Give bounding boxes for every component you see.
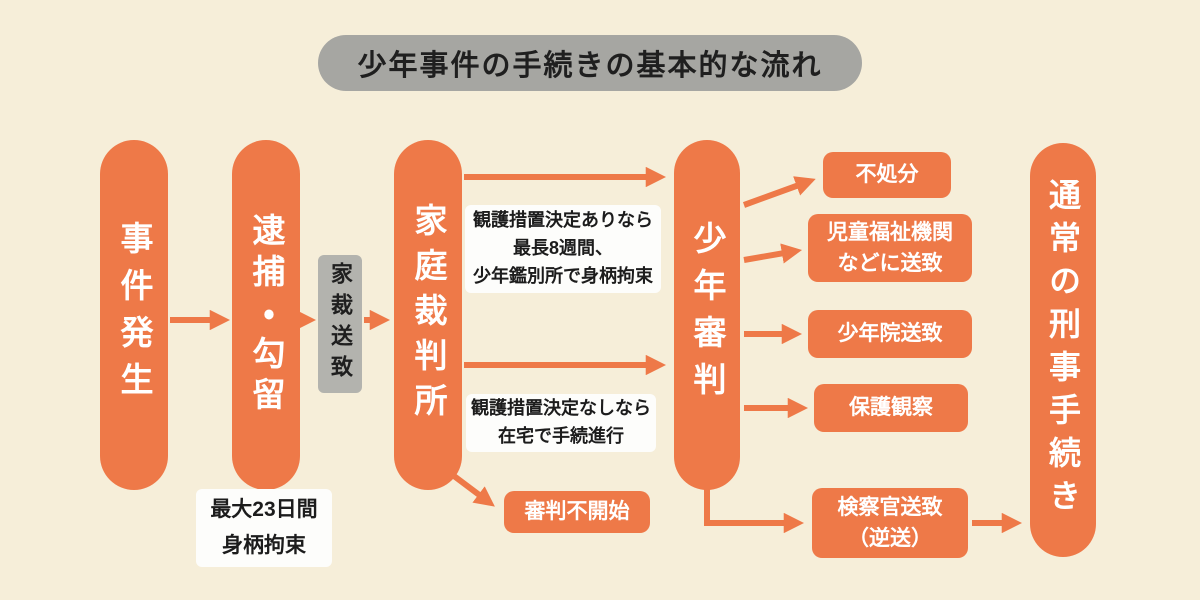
outcome-juvenile-training: 少年院送致 [808,310,972,358]
outcome-child-welfare: 児童福祉機関 などに送致 [808,214,972,282]
node-court-referral-label: 家裁送致 [328,262,353,386]
arrow-hearing-to-child-welfare [743,243,803,264]
node-criminal-procedure: 通常の刑事手続き [1030,143,1096,557]
note-detention: 最大23日間 身柄拘束 [196,489,332,567]
note-custody-no: 観護措置決定なしなら 在宅で手続進行 [466,394,656,452]
node-incident-label: 事件発生 [116,221,153,409]
outcome-no-disposition-label: 不処分 [855,163,919,187]
note-detention-line1: 最大23日間 [210,498,318,522]
node-family-court: 家庭裁判所 [394,140,462,490]
note-custody-no-line2: 在宅で手続進行 [498,426,624,446]
note-custody-yes-line2: 最長8週間、 [512,238,613,259]
node-juvenile-hearing: 少年審判 [674,140,740,490]
note-custody-yes: 観護措置決定ありなら 最長8週間、 少年鑑別所で身柄拘束 [465,205,661,293]
page-title: 少年事件の手続きの基本的な流れ [318,35,862,91]
note-custody-no-line1: 観護措置決定なしなら [471,398,651,419]
outcome-no-hearing-label: 審判不開始 [524,500,630,524]
arrow-hearing-to-prosecutor [704,488,805,534]
node-arrest-label: 逮捕・勾留 [248,212,285,418]
node-court-referral: 家裁送致 [318,255,362,393]
outcome-child-welfare-line1: 児童福祉機関 [827,220,953,244]
outcome-probation: 保護観察 [814,384,968,432]
outcome-prosecutor-referral: 検察官送致 （逆送） [812,488,968,558]
outcome-child-welfare-line2: などに送致 [837,252,943,275]
note-custody-yes-line3: 少年鑑別所で身柄拘束 [473,265,653,286]
outcome-prosecutor-referral-line2: （逆送） [848,527,932,550]
node-family-court-label: 家庭裁判所 [410,202,447,428]
note-custody-yes-line1: 観護措置決定ありなら [473,210,653,231]
outcome-no-disposition: 不処分 [823,152,951,198]
node-criminal-procedure-label: 通常の刑事手続き [1045,178,1081,522]
outcome-juvenile-training-label: 少年院送致 [837,322,943,346]
outcome-prosecutor-referral-line1: 検察官送致 [837,495,943,519]
node-arrest: 逮捕・勾留 [232,140,300,490]
arrow-hearing-to-no-disposition [742,176,816,208]
node-juvenile-hearing-label: 少年審判 [689,221,726,409]
node-incident: 事件発生 [100,140,168,490]
outcome-probation-label: 保護観察 [849,396,933,420]
outcome-no-hearing: 審判不開始 [504,491,650,533]
note-detention-line2: 身柄拘束 [222,534,306,557]
